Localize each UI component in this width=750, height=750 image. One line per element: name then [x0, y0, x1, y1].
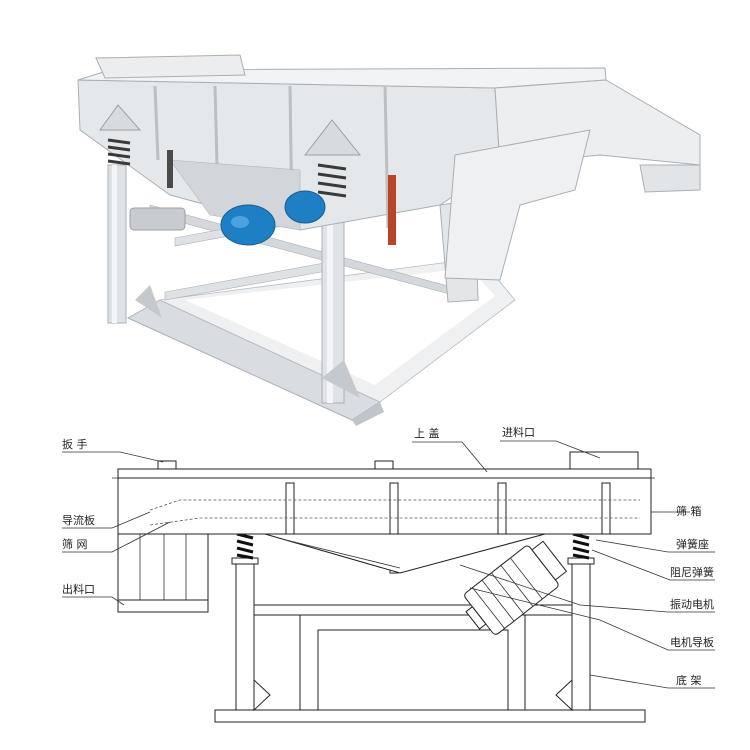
lower-frame-inner	[317, 629, 509, 711]
label-motor-guide-plate: 电机导板	[670, 635, 714, 649]
damping-rod-photo	[388, 175, 396, 245]
spring-photo-right	[303, 119, 362, 198]
screen-box	[117, 477, 652, 535]
spring-photo-left	[99, 104, 142, 166]
spring-seat-right	[567, 557, 595, 565]
vibration-motor	[464, 540, 568, 635]
vibration-motor-photo	[220, 190, 326, 246]
spring-seat-left	[231, 557, 259, 565]
inlet	[569, 451, 639, 470]
inlet-photo	[95, 54, 246, 79]
handle-left	[157, 460, 177, 470]
label-screen-box: 筛 箱	[676, 504, 702, 518]
label-guide-plate: 导流板	[62, 513, 95, 527]
rear-support-photo	[444, 129, 591, 281]
label-damping-spring: 阻尼弹簧	[670, 565, 714, 579]
label-top-cover: 上 盖	[414, 426, 440, 440]
label-screen-mesh: 筛 网	[62, 537, 88, 551]
leg-left	[235, 562, 255, 711]
rib-lines	[285, 482, 611, 574]
base-plate	[214, 709, 646, 723]
screen-mesh-line	[149, 517, 640, 526]
leg-right	[571, 562, 591, 711]
motor-guide-plate	[264, 533, 546, 574]
label-spring-seat: 弹簧座	[676, 537, 709, 551]
label-base-frame: 底 架	[676, 673, 702, 687]
outlet	[117, 533, 209, 613]
machine-photo	[77, 54, 701, 426]
leader-lines	[62, 440, 715, 689]
label-outlet: 出料口	[62, 582, 95, 596]
damping-spring-left	[236, 532, 254, 560]
label-inlet: 进料口	[502, 425, 535, 439]
damping-spring-right	[572, 532, 590, 560]
technical-drawing: 扳 手 上 盖 进料口 导流板 筛 网 出料口 筛 箱 弹簧座 阻尼弹簧 振动电…	[62, 425, 715, 723]
handle-mid	[374, 460, 394, 470]
label-handle: 扳 手	[62, 437, 88, 451]
top-cover	[117, 468, 652, 479]
guide-plate-line	[149, 499, 640, 511]
label-vibration-motor: 振动电机	[670, 597, 714, 611]
